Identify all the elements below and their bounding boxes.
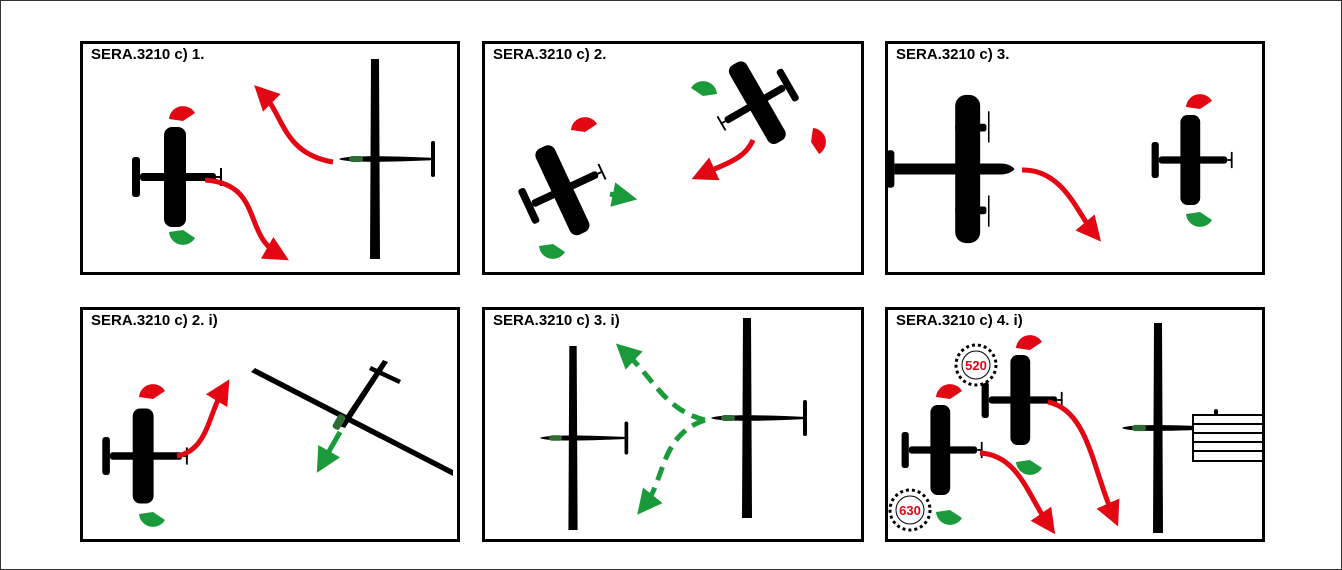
red-avoidance-arrow xyxy=(176,379,230,459)
red-avoidance-arrow xyxy=(1021,167,1101,242)
green-light-sector-icon xyxy=(936,510,962,525)
red-light-sector-icon xyxy=(139,384,165,399)
green-light-sector-icon xyxy=(691,81,717,96)
panel-sera-3210-c-2: SERA.3210 c) 2. xyxy=(482,41,864,275)
panel-title: SERA.3210 c) 2. xyxy=(493,46,607,63)
aircraft-icon xyxy=(505,128,623,251)
green-light-sector-icon xyxy=(539,244,565,259)
panel-title: SERA.3210 c) 3. i) xyxy=(493,312,620,329)
aircraft-icon xyxy=(1151,115,1233,205)
panel-sera-3210-c-3: SERA.3210 c) 3. xyxy=(885,41,1265,275)
green-direction-arrow xyxy=(609,182,638,207)
large-aircraft-icon xyxy=(888,94,1015,244)
aircraft-icon xyxy=(901,405,983,495)
altimeter-lower-reading: 630 xyxy=(899,503,921,518)
building-icon xyxy=(1192,414,1262,462)
glider-icon xyxy=(339,59,435,259)
red-avoidance-arrow xyxy=(254,85,334,165)
glider-tail-icon xyxy=(369,366,401,384)
aircraft-icon xyxy=(102,408,188,504)
altimeter-icon: 520 xyxy=(954,343,998,387)
red-light-sector-icon xyxy=(169,106,195,121)
panel-sera-3210-c-3-i: SERA.3210 c) 3. i) xyxy=(482,307,864,542)
glider-cockpit-icon xyxy=(332,414,346,430)
glider-icon xyxy=(711,318,807,518)
glider-icon xyxy=(539,346,629,530)
green-light-sector-icon xyxy=(1186,212,1212,227)
panel-sera-3210-c-1: SERA.3210 c) 1. xyxy=(80,41,460,275)
aircraft-icon xyxy=(698,44,814,163)
green-light-sector-icon xyxy=(139,512,165,527)
red-light-sector-icon xyxy=(1016,335,1042,350)
red-light-sector-icon xyxy=(1186,94,1212,109)
panel-sera-3210-c-2-i: SERA.3210 c) 2. i) xyxy=(80,307,460,542)
glider-fuselage-icon xyxy=(339,360,388,428)
green-dashed-arrow xyxy=(615,343,706,423)
red-light-sector-icon xyxy=(811,128,826,154)
panel-title: SERA.3210 c) 3. xyxy=(896,46,1010,63)
green-dashed-arrow xyxy=(637,417,706,515)
panel-title: SERA.3210 c) 1. xyxy=(91,46,205,63)
panel-title: SERA.3210 c) 2. i) xyxy=(91,312,218,329)
red-avoidance-arrow xyxy=(979,450,1056,535)
red-avoidance-arrow xyxy=(691,138,756,181)
red-light-sector-icon xyxy=(571,117,597,132)
red-avoidance-arrow xyxy=(1047,399,1120,527)
green-light-sector-icon xyxy=(1016,460,1042,475)
red-avoidance-arrow xyxy=(204,177,289,261)
panel-sera-3210-c-4-i: SERA.3210 c) 4. i) 520 630 xyxy=(885,307,1265,542)
red-light-sector-icon xyxy=(936,384,962,399)
aircraft-icon xyxy=(132,127,222,227)
green-light-sector-icon xyxy=(169,230,195,245)
glider-wing-icon xyxy=(251,368,453,476)
green-direction-arrow xyxy=(316,430,343,473)
altimeter-upper-reading: 520 xyxy=(965,358,987,373)
altimeter-icon: 630 xyxy=(888,488,932,532)
panel-title: SERA.3210 c) 4. i) xyxy=(896,312,1023,329)
